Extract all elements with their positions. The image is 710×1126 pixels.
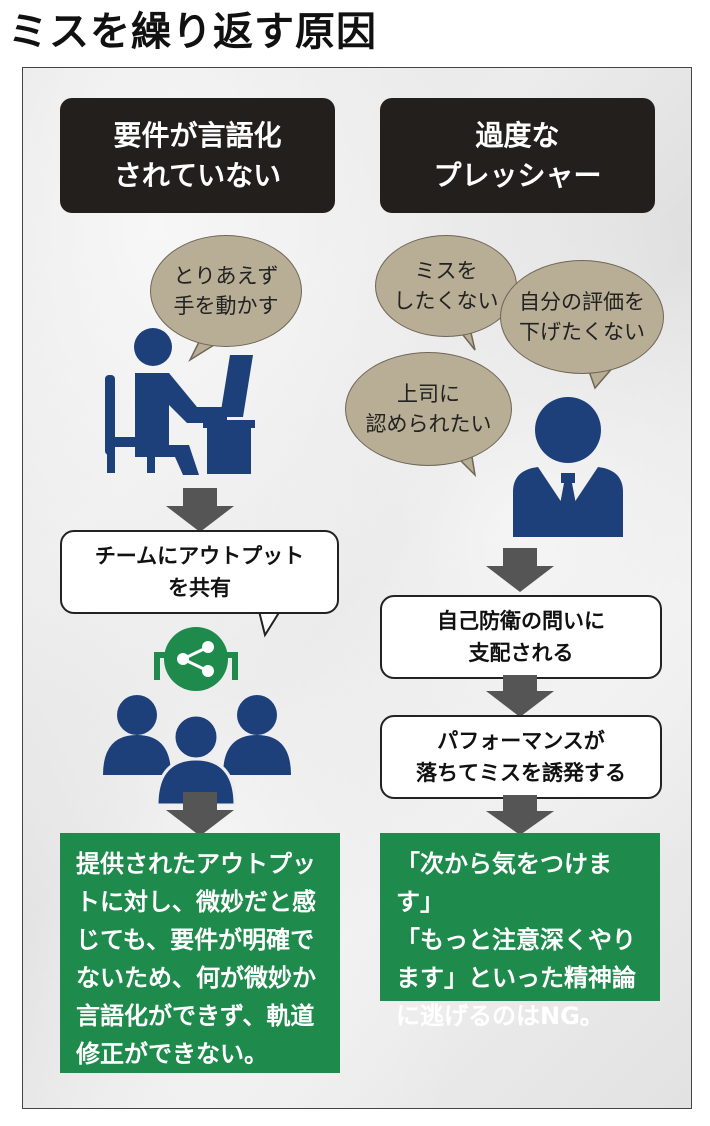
conclusion-line: ます」といった精神論 bbox=[396, 964, 636, 992]
bubble-text: 上司に bbox=[397, 382, 460, 406]
callout-share-output: チームにアウトプット を共有 bbox=[60, 530, 339, 614]
conclusion-line: に逃げるのはNG。 bbox=[396, 1002, 604, 1030]
callout-text: チームにアウトプット bbox=[94, 544, 305, 568]
bubble-text: 手を動かす bbox=[173, 294, 279, 318]
step-text: パフォーマンスが bbox=[437, 729, 605, 753]
conclusion-line: ないため、何が微妙か bbox=[76, 964, 316, 992]
left-header: 要件が言語化 されていない bbox=[60, 98, 335, 213]
team-share-icon bbox=[103, 627, 291, 805]
page-title: ミスを繰り返す原因 bbox=[8, 9, 377, 55]
bubble-text: 下げたくない bbox=[519, 320, 645, 344]
down-arrow-icon bbox=[486, 675, 554, 717]
left-header-line: 要件が言語化 bbox=[113, 118, 282, 152]
conclusion-line: トに対し、微妙だと感 bbox=[76, 888, 316, 916]
callout-text: を共有 bbox=[168, 576, 231, 600]
conclusion-line: じても、要件が明確で bbox=[76, 926, 315, 954]
step-text: 落ちてミスを誘発する bbox=[416, 761, 626, 785]
speech-bubble: とりあえず 手を動かす bbox=[150, 235, 302, 347]
step-performance-drop: パフォーマンスが 落ちてミスを誘発する bbox=[380, 715, 662, 799]
down-arrow-icon bbox=[166, 792, 234, 836]
right-header-line: プレッシャー bbox=[433, 158, 602, 192]
conclusion-line: 言語化ができず、軌道 bbox=[76, 1002, 315, 1030]
left-header-line: されていない bbox=[113, 158, 282, 192]
bubble-text: 認められたい bbox=[365, 412, 492, 436]
conclusion-line: 「もっと注意深くやり bbox=[396, 926, 636, 954]
step-self-defense: 自己防衛の問いに 支配される bbox=[380, 595, 662, 679]
step-text: 自己防衛の問いに bbox=[437, 609, 605, 633]
person-at-desk-icon bbox=[105, 328, 255, 475]
down-arrow-icon bbox=[486, 795, 554, 835]
down-arrow-icon bbox=[486, 548, 554, 592]
bubble-text: したくない bbox=[393, 289, 499, 313]
speech-bubble: 上司に 認められたい bbox=[345, 352, 512, 466]
businessman-icon bbox=[513, 397, 623, 537]
step-text: 支配される bbox=[468, 641, 574, 665]
conclusion-line: 修正ができない。 bbox=[76, 1040, 268, 1068]
right-header: 過度な プレッシャー bbox=[380, 98, 655, 213]
right-conclusion-box: 「次から気をつけます」 「もっと注意深くやり ます」といった精神論 に逃げるのは… bbox=[380, 833, 660, 1030]
right-header-line: 過度な bbox=[475, 118, 560, 152]
conclusion-line: 「次から気をつけます」 bbox=[396, 850, 612, 916]
speech-bubble: ミスを したくない bbox=[375, 235, 517, 337]
bubble-text: とりあえず bbox=[173, 264, 279, 288]
down-arrow-icon bbox=[166, 488, 234, 532]
speech-bubble: 自分の評価を 下げたくない bbox=[500, 260, 664, 374]
bubble-text: 自分の評価を bbox=[519, 290, 645, 314]
conclusion-line: 提供されたアウトプッ bbox=[76, 850, 316, 878]
bubble-text: ミスを bbox=[414, 259, 478, 283]
share-icon bbox=[164, 627, 228, 691]
left-conclusion-box: 提供されたアウトプッ トに対し、微妙だと感 じても、要件が明確で ないため、何が… bbox=[60, 833, 340, 1073]
